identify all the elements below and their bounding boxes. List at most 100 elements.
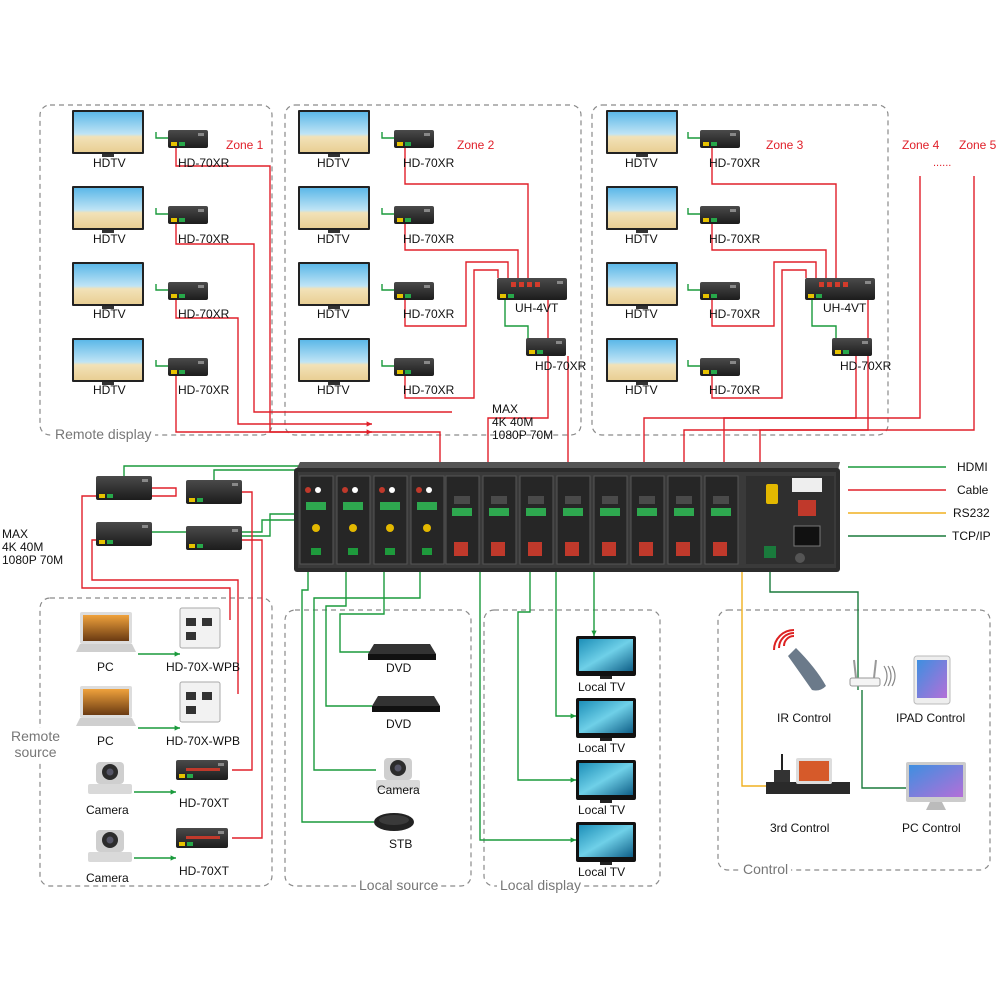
hdtv-screen xyxy=(74,188,142,228)
ir-control-label: IR Control xyxy=(777,711,832,725)
extender-icon-port xyxy=(107,494,113,498)
receiver-icon-port xyxy=(711,218,717,222)
arrow-head xyxy=(570,713,576,719)
receiver-label: HD-70XR xyxy=(403,307,455,321)
splitter-icon-body xyxy=(805,278,875,300)
splitter-label: UH-4VT xyxy=(515,301,559,315)
input-card-jack xyxy=(389,487,395,493)
hdtv-stand xyxy=(328,230,340,233)
dvd-icon xyxy=(368,644,436,660)
remote-display-frame-zone1 xyxy=(39,104,273,436)
input-hdmi-port xyxy=(348,548,358,555)
splitter-icon-body xyxy=(497,278,567,300)
matrix-switcher xyxy=(294,462,840,572)
wallplate-label: HD-70X-WPB xyxy=(166,660,241,674)
cable-link xyxy=(232,539,263,839)
camera-label: Camera xyxy=(86,871,129,885)
local-tv-icon xyxy=(576,760,636,803)
cable-link xyxy=(175,376,372,433)
ce-label xyxy=(792,478,822,492)
receiver-icon xyxy=(168,358,208,376)
hdtv-label: HDTV xyxy=(625,383,658,397)
receiver-icon-port xyxy=(397,142,403,146)
stb-icon xyxy=(374,813,414,831)
stb-top xyxy=(379,815,409,825)
local-tv-screen xyxy=(579,763,633,795)
hdmi-link xyxy=(381,208,394,215)
wallplate-icon xyxy=(179,681,221,723)
receiver-icon-led xyxy=(198,209,204,212)
receiver-icon-led xyxy=(730,133,736,136)
input-card-jack xyxy=(315,487,321,493)
transmitter-icon-port xyxy=(187,774,193,778)
laptop-screen xyxy=(83,689,129,715)
arrow-head xyxy=(174,725,180,731)
legend-hdmi-label: HDMI xyxy=(957,460,988,474)
local-tv-screen xyxy=(579,639,633,671)
receiver-icon-port xyxy=(529,350,535,354)
input-card-port xyxy=(312,524,320,532)
receiver-icon-port xyxy=(405,218,411,222)
control-title: Control xyxy=(740,862,792,876)
hdmi-link xyxy=(555,568,576,717)
receiver-label: HD-70XR xyxy=(403,156,455,170)
receiver-icon-port xyxy=(171,142,177,146)
ir-wave xyxy=(778,632,795,649)
receiver-icon-port xyxy=(179,294,185,298)
zone-more-dots: ...... xyxy=(933,157,952,169)
cable-link xyxy=(711,261,817,327)
hdtv-screen xyxy=(74,340,142,380)
control-frame xyxy=(717,609,991,871)
hdmi-link xyxy=(242,513,300,537)
input-card-jack xyxy=(426,487,432,493)
hdtv-icon xyxy=(72,338,144,385)
stb-label: STB xyxy=(389,837,413,851)
ipad-screen xyxy=(917,660,947,698)
splitter-icon-port xyxy=(508,294,514,298)
input-card-terminal xyxy=(380,502,400,510)
arrow-head xyxy=(170,789,176,795)
receiver-icon xyxy=(394,130,434,148)
local-tv-icon xyxy=(576,822,636,865)
local-display-frame xyxy=(483,609,661,887)
extender-icon-led xyxy=(232,483,238,486)
splitter-icon-port xyxy=(816,294,822,298)
output-rj45-port xyxy=(491,542,505,556)
cable-link xyxy=(711,224,827,278)
transmitter-icon-led xyxy=(218,763,224,766)
zone-3-label: Zone 3 xyxy=(766,138,804,152)
hdmi-link xyxy=(339,570,385,653)
receiver-icon xyxy=(394,282,434,300)
arrow-head xyxy=(366,421,372,427)
power-switch xyxy=(798,500,816,516)
zone-2-label: Zone 2 xyxy=(457,138,495,152)
laptop-base xyxy=(76,718,136,726)
max-distance-top: MAX 4K 40M 1080P 70M xyxy=(492,402,554,442)
receiver-icon xyxy=(394,206,434,224)
extender-icon-port xyxy=(189,544,195,548)
output-card-terminal xyxy=(711,508,731,516)
transmitter-label: HD-70XT xyxy=(179,864,230,878)
hdtv-stand xyxy=(328,306,340,309)
tcpip-port xyxy=(764,546,776,558)
output-card-terminal xyxy=(637,508,657,516)
transmitter-icon xyxy=(176,828,228,848)
transmitter-icon xyxy=(176,760,228,780)
splitter-icon-led xyxy=(865,281,871,284)
hdmi-link xyxy=(301,570,374,823)
receiver-label: HD-70XR xyxy=(709,232,761,246)
receiver-icon-port xyxy=(703,218,709,222)
output-card-terminal xyxy=(454,496,470,504)
hdmi-link xyxy=(517,568,576,781)
hdtv-label: HDTV xyxy=(317,383,350,397)
receiver-icon xyxy=(700,130,740,148)
wallplate-port xyxy=(186,618,196,626)
transmitter-stripe xyxy=(186,768,220,771)
output-rj45-port xyxy=(713,542,727,556)
transmitter-icon-led xyxy=(218,831,224,834)
wallplate-face xyxy=(179,607,221,649)
wallplate-port xyxy=(186,706,196,714)
splitter-output-port xyxy=(819,282,824,287)
wifi-wave xyxy=(891,665,896,687)
